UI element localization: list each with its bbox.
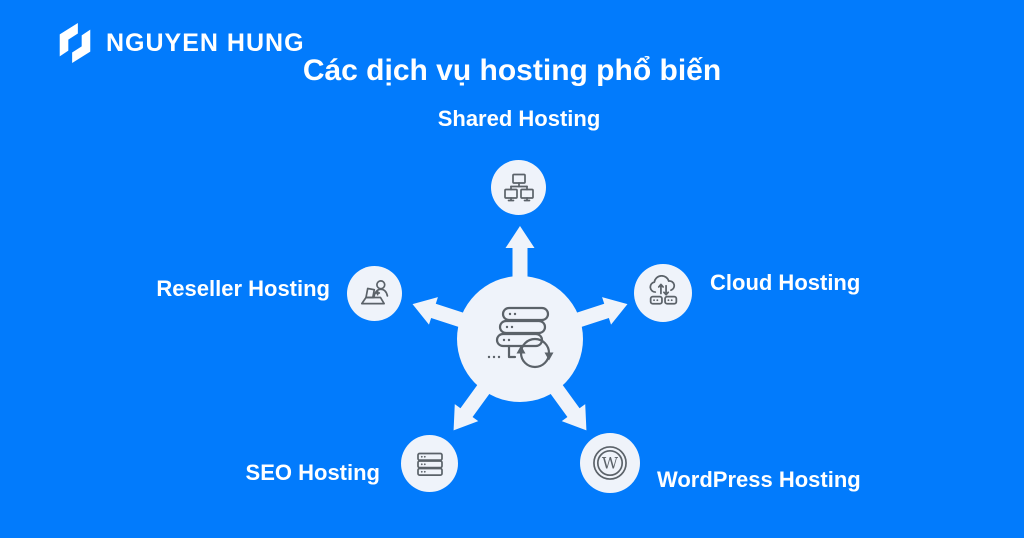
node-seo-hosting	[401, 435, 458, 492]
hub-circle	[457, 276, 583, 402]
cloud-transfer-icon	[648, 274, 677, 305]
node-label-cloud: Cloud Hosting	[710, 270, 861, 295]
server-rack-icon	[416, 452, 443, 476]
network-computers-icon	[503, 173, 534, 201]
node-wordpress-hosting: W	[580, 433, 640, 493]
brand-name: NGUYEN HUNG	[106, 28, 305, 57]
node-label-seo: SEO Hosting	[245, 460, 380, 485]
node-label-wordpress: WordPress Hosting	[657, 467, 861, 492]
node-shared-hosting	[491, 160, 546, 215]
wordpress-icon: W	[593, 446, 627, 480]
nguyen-hung-logo-icon	[59, 22, 91, 64]
node-label-shared: Shared Hosting	[437, 106, 601, 131]
node-cloud-hosting	[634, 264, 692, 322]
node-reseller-hosting	[347, 266, 402, 321]
node-label-reseller: Reseller Hosting	[156, 276, 330, 301]
server-stack-sync-icon	[487, 306, 554, 369]
person-laptop-icon	[360, 279, 388, 304]
brand: NGUYEN HUNG	[54, 20, 305, 66]
page-title: Các dịch vụ hosting phổ biến	[302, 54, 722, 87]
wordpress-letter: W	[602, 454, 619, 473]
